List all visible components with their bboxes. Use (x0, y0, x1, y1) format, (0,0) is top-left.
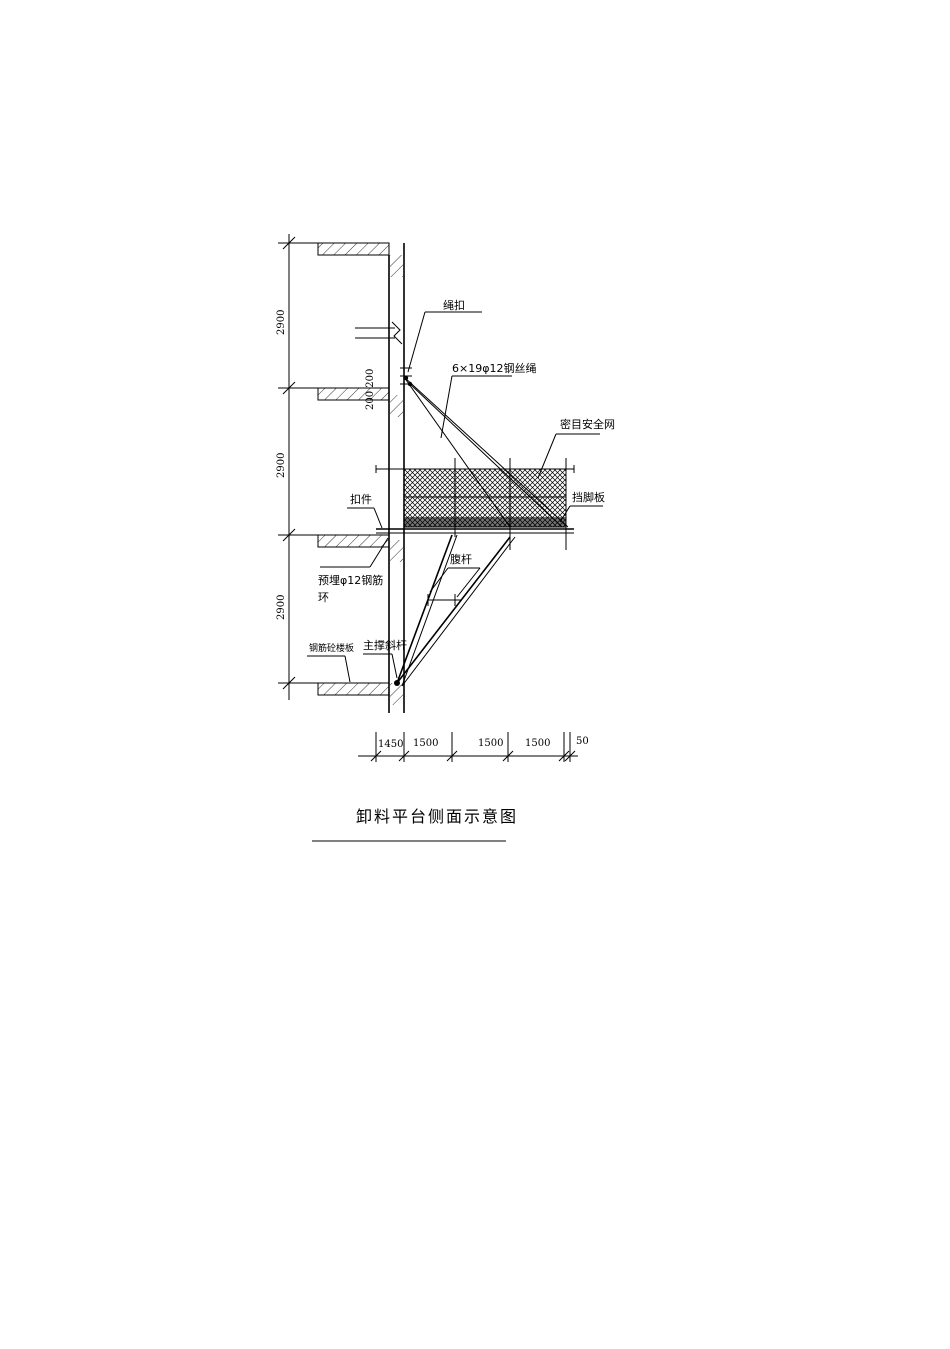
label-wire-rope: 6×19φ12钢丝绳 (452, 361, 536, 375)
drawing-title: 卸料平台侧面示意图 (312, 807, 518, 842)
dim-horizontal-3: 1500 (478, 738, 503, 749)
label-web-member: 腹杆 (450, 552, 472, 566)
dim-vertical-3: 2900 (276, 595, 287, 620)
label-rc-floor: 钢筋砼楼板 (309, 642, 354, 654)
dim-vertical-2: 2900 (276, 453, 287, 478)
dim-horizontal-1: 1450 (378, 739, 403, 750)
label-fastener: 扣件 (350, 492, 372, 506)
label-toe-board: 挡脚板 (572, 490, 605, 504)
platform-frame (375, 458, 575, 550)
label-embedded-ring-1: 预埋φ12钢筋 (318, 573, 383, 587)
wall-column (355, 243, 405, 713)
vertical-dimension-line: 2900 2900 2900 (276, 234, 318, 700)
label-main-strut: 主撑斜杆 (363, 638, 407, 652)
dim-vertical-1: 2900 (276, 310, 287, 335)
support-struts (394, 534, 516, 687)
label-rope-clip: 绳扣 (443, 298, 465, 312)
title-text: 卸料平台侧面示意图 (356, 807, 518, 826)
label-embedded-ring-2: 环 (318, 591, 329, 604)
dim-rope-spacing: 200 200 (365, 369, 376, 410)
dim-horizontal-2: 1500 (413, 738, 438, 749)
dim-horizontal-5: 50 (576, 736, 589, 747)
annotations: 绳扣 6×19φ12钢丝绳 密目安全网 挡脚板 扣件 预埋φ12钢筋 环 腹杆 … (307, 298, 615, 683)
floor-slabs (317, 242, 390, 696)
label-safety-net: 密目安全网 (560, 417, 615, 431)
dim-horizontal-4: 1500 (525, 738, 550, 749)
horizontal-dimension-line: 1450 1500 1500 1500 50 (358, 732, 589, 762)
